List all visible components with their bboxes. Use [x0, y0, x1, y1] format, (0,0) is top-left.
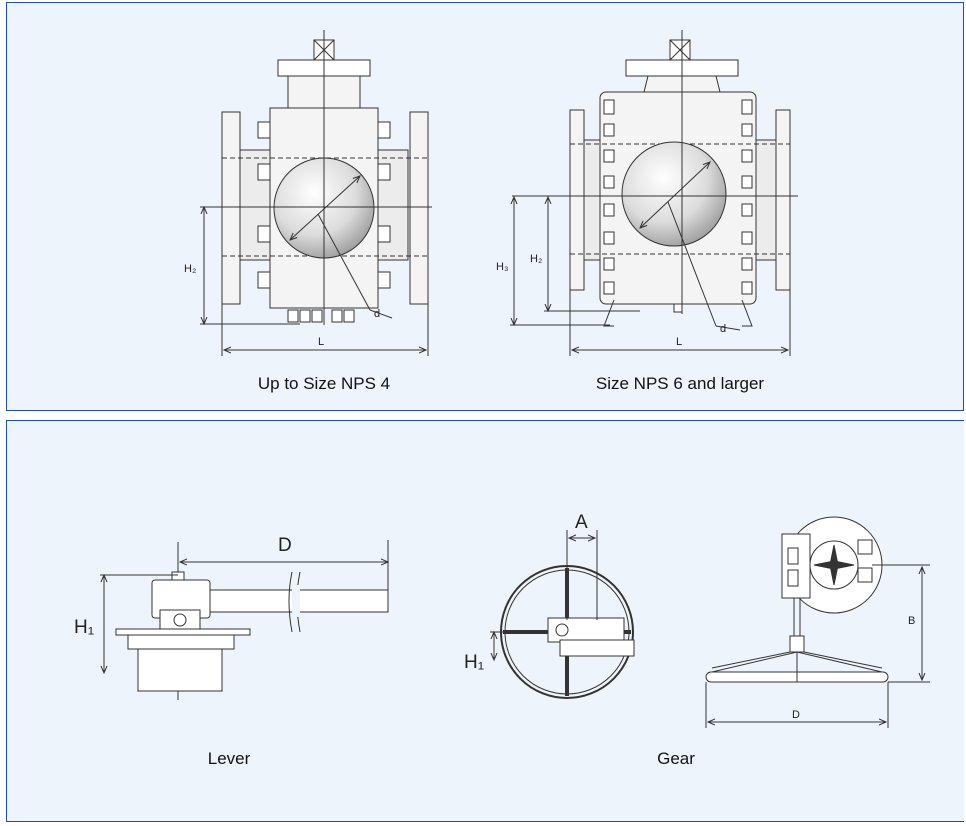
lever-d-label: D — [278, 535, 292, 556]
large-valve-l-label: L — [676, 336, 682, 348]
small-valve-l-label: L — [318, 336, 324, 348]
lever-h1-label: H₁ — [74, 617, 94, 638]
gear-caption: Gear — [657, 749, 695, 768]
gear-side-drawing — [705, 516, 930, 728]
large-valve-caption: Size NPS 6 and larger — [596, 374, 765, 393]
small-valve-caption: Up to Size NPS 4 — [258, 374, 390, 393]
large-valve-h2-label: H₂ — [530, 253, 542, 265]
gear-d-label: D — [792, 709, 800, 721]
lever-caption: Lever — [208, 749, 251, 768]
valve-drawing-large — [510, 30, 798, 356]
valve-drawing-small — [200, 30, 432, 356]
large-valve-h3-label: H₃ — [496, 261, 508, 273]
gear-front-drawing — [490, 530, 635, 699]
small-valve-d-label: d — [374, 308, 380, 320]
gear-a-label: A — [575, 512, 588, 533]
large-valve-d-label: d — [720, 323, 726, 335]
lever-drawing — [100, 540, 388, 700]
top-diagram-panel — [6, 2, 964, 411]
gear-h1-label: H₁ — [464, 652, 484, 673]
gear-b-label: B — [908, 615, 915, 627]
small-valve-h2-label: H₂ — [184, 263, 196, 275]
